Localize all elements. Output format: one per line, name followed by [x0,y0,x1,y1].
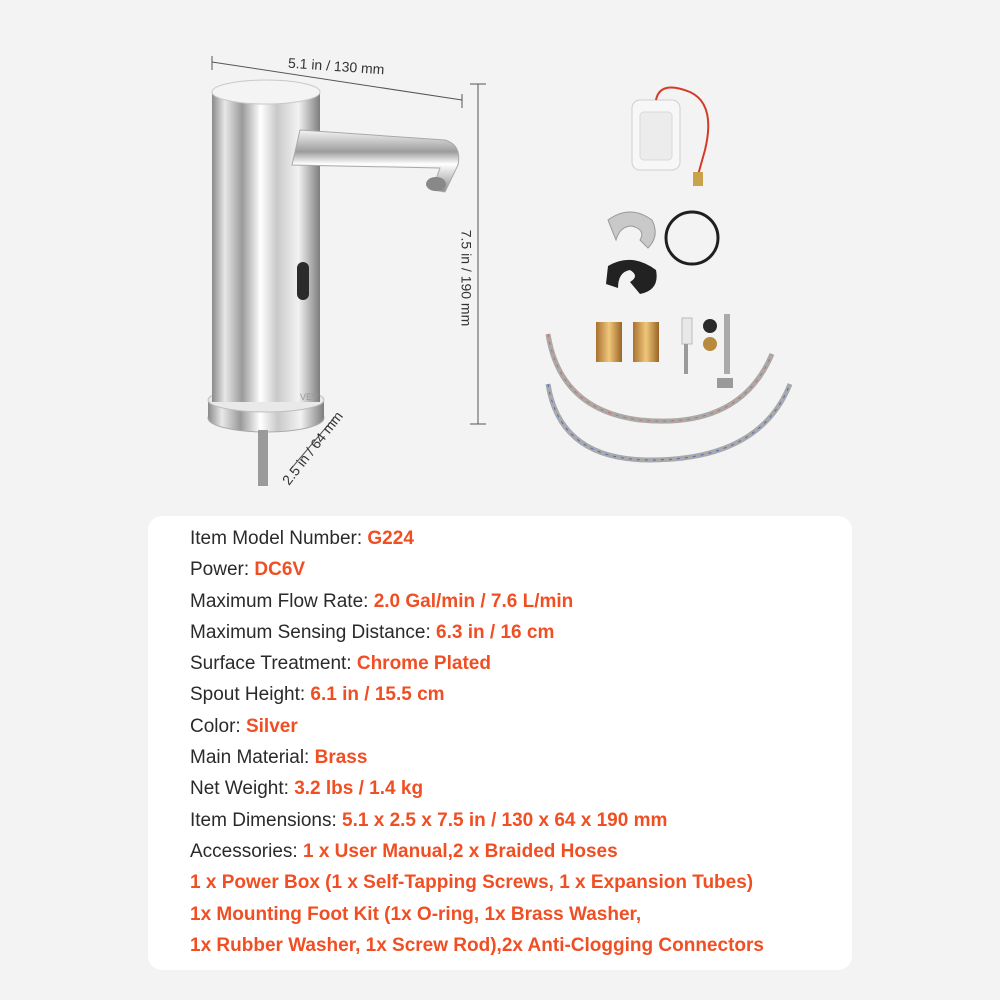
mounting-kit-image [606,210,720,294]
dimension-lines [211,56,486,471]
accessory-line-washers-connectors: 1x Rubber Washer, 1x Screw Rod),2x Anti-… [190,934,764,956]
connectors-image [596,314,733,388]
faucet-image [207,79,460,486]
spec-model-number: Item Model Number: G224 [190,528,414,549]
height-dimension-label: 7.5 in / 190 mm [458,229,475,327]
accessory-line-power-box: 1 x Power Box (1 x Self-Tapping Screws, … [190,872,754,894]
spec-power: Power: DC6V [190,559,306,581]
spec-main-material: Main Material: Brass [190,747,368,769]
spec-sensing-distance: Maximum Sensing Distance: 6.3 in / 16 cm [190,621,555,643]
hoses-image [545,333,793,463]
product-svg: VEV [207,56,793,486]
spec-accessories: Accessories: 1 x User Manual,2 x Braided… [190,840,618,862]
spec-color: Color: Silver [190,715,298,737]
spec-list: Item Model Number: G224 Power: DC6V Maxi… [190,523,842,961]
power-box-image [631,86,710,186]
specifications-card: Item Model Number: G224 Power: DC6V Maxi… [148,516,852,970]
brand-mark: VEV [300,392,318,402]
spec-item-dimensions: Item Dimensions: 5.1 x 2.5 x 7.5 in / 13… [190,809,668,831]
spec-flow-rate: Maximum Flow Rate: 2.0 Gal/min / 7.6 L/m… [190,590,574,612]
accessory-line-mounting-kit: 1x Mounting Foot Kit (1x O-ring, 1x Bras… [190,903,642,925]
spec-surface-treatment: Surface Treatment: Chrome Plated [190,653,491,675]
product-illustration-area: VEV [207,55,793,488]
spec-spout-height: Spout Height: 6.1 in / 15.5 cm [190,684,445,706]
spec-net-weight: Net Weight: 3.2 lbs / 1.4 kg [190,778,424,800]
